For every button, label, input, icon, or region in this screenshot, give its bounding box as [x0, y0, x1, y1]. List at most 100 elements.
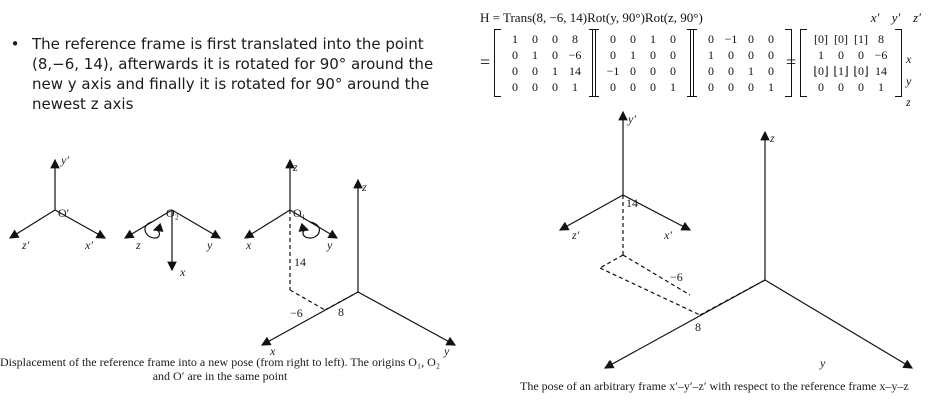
label-x-prime-right: x′ — [664, 228, 672, 242]
matrix-result-cell-2-1: ⌊1⌋ — [833, 63, 849, 78]
matrix-rot-z-cell-0-3: 0 — [768, 31, 774, 46]
matrix-translation-cell-2-1: 0 — [532, 63, 538, 78]
matrix-translation-cell-0-1: 0 — [532, 31, 538, 46]
matrix-rot-y-cell-0-3: 0 — [670, 31, 676, 46]
matrix-rot-y-cell-3-1: 0 — [630, 79, 636, 94]
matrix-rot-y-cell-3-3: 1 — [670, 79, 676, 94]
matrix-translation-cell-0-2: 0 — [552, 31, 558, 46]
matrix-rot-y-cell-2-3: 0 — [670, 63, 676, 78]
label-8-left: 8 — [338, 305, 344, 319]
matrix-rot-z-cell-2-2: 1 — [748, 63, 754, 78]
matrix-result-cell-0-2: [1] — [854, 31, 868, 46]
label-y-right: y — [820, 356, 826, 370]
matrix-result-cell-2-0: ⌊0⌋ — [813, 63, 829, 78]
right-figure — [558, 110, 914, 369]
label-14-left: 14 — [294, 255, 306, 269]
matrix-rot-y-cell-1-3: 0 — [670, 47, 676, 62]
label-z-far: z — [362, 180, 367, 194]
matrix-rot-y-cell-0-1: 0 — [630, 31, 636, 46]
bullet-marker: • — [10, 35, 20, 53]
matrix-rot-z-cell-0-0: 0 — [708, 31, 714, 46]
matrix-rot-y-cell-2-0: −1 — [606, 63, 620, 78]
column-labels: x′ y′ z′ — [866, 10, 926, 26]
label-y-prime-right: y′ — [628, 112, 636, 126]
matrix-result-cell-3-1: 0 — [838, 79, 844, 94]
label-z-left: z — [136, 238, 141, 252]
label-z-right: z — [770, 131, 775, 145]
equation-title-line: H = Trans(8, −6, 14)Rot(y, 90°)Rot(z, 90… — [480, 10, 703, 25]
matrix-result-cell-1-0: 1 — [818, 47, 824, 62]
matrix-rot-z-cell-0-1: −1 — [724, 31, 738, 46]
matrix-rot-z-cell-2-0: 0 — [708, 63, 714, 78]
label-x-left: x — [246, 238, 252, 252]
matrix-translation-cell-3-3: 1 — [572, 79, 578, 94]
matrix-rot-z-cell-1-3: 0 — [768, 47, 774, 62]
left-figure — [8, 158, 457, 346]
label-y-mid: y — [207, 238, 213, 252]
label-z-prime: z′ — [913, 10, 921, 25]
matrix-rot-z-cell-3-2: 0 — [748, 79, 754, 94]
label-neg6-left: −6 — [290, 306, 303, 320]
caption-right: The pose of an arbitrary frame x′–y′–z′ … — [520, 379, 909, 393]
matrix-rot-y-cell-0-0: 0 — [610, 31, 616, 46]
matrix-rot-z-cell-2-1: 0 — [728, 63, 734, 78]
matrix-rot-z-cell-0-2: 0 — [748, 31, 754, 46]
bullet-text: The reference frame is first translated … — [32, 35, 434, 113]
matrix-result-cell-3-3: 1 — [878, 79, 884, 94]
row-label-x: x — [906, 52, 912, 66]
label-y-right: y — [327, 238, 333, 252]
matrix-translation-cell-3-1: 0 — [532, 79, 538, 94]
matrix-rot-z-cell-1-0: 1 — [708, 47, 714, 62]
matrix-translation-cell-0-0: 1 — [512, 31, 518, 46]
matrix-result-cell-2-3: 14 — [875, 63, 887, 78]
label-z-upper: z — [293, 160, 298, 174]
matrix-rot-y-cell-1-2: 0 — [650, 47, 656, 62]
label-y-bottom: y — [444, 344, 450, 358]
matrix-rot-z-cell-3-0: 0 — [708, 79, 714, 94]
matrix-rot-y-cell-2-2: 0 — [650, 63, 656, 78]
matrix-translation-cell-3-0: 0 — [512, 79, 518, 94]
row-label-z: z — [906, 95, 911, 109]
matrix-translation-cell-2-0: 0 — [512, 63, 518, 78]
matrix-translation-cell-3-2: 0 — [552, 79, 558, 94]
row-labels: x y z — [906, 46, 920, 116]
matrix-rot-y-cell-3-0: 0 — [610, 79, 616, 94]
label-8-right: 8 — [695, 320, 701, 334]
matrix-rot-y-cell-1-1: 1 — [630, 47, 636, 62]
label-neg6-right: −6 — [670, 270, 683, 284]
label-y-prime: y′ — [891, 10, 901, 25]
matrix-result-cell-0-0: [0] — [814, 31, 828, 46]
matrix-result-cell-3-2: 0 — [858, 79, 864, 94]
matrix-result-cell-1-3: −6 — [874, 47, 888, 62]
equals-sign-2: = — [786, 52, 797, 72]
matrix-rot-y-cell-2-1: 0 — [630, 63, 636, 78]
label-x-mid: x — [180, 265, 186, 279]
label-z-prime-right: z′ — [572, 228, 580, 242]
matrix-rot-y-cell-1-0: 0 — [610, 47, 616, 62]
matrix-rot-y-cell-0-2: 1 — [650, 31, 656, 46]
matrix-translation-cell-1-1: 1 — [532, 47, 538, 62]
label-x-bottom: x — [270, 344, 276, 358]
label-x-prime: x′ — [870, 10, 880, 25]
matrix-rot-y-cell-3-2: 0 — [650, 79, 656, 94]
label-y-prime-left: y′ — [61, 153, 69, 167]
matrix-result-cell-0-3: 8 — [878, 31, 884, 46]
matrix-result-cell-1-1: 0 — [838, 47, 844, 62]
matrix-translation-cell-2-2: 1 — [552, 63, 558, 78]
row-label-y: y — [906, 73, 912, 88]
matrix-result-cell-1-2: 0 — [858, 47, 864, 62]
matrix-rot-z-cell-1-2: 0 — [748, 47, 754, 62]
matrix-translation-cell-2-3: 14 — [569, 63, 581, 78]
matrix-result-cell-0-1: [0] — [834, 31, 848, 46]
matrix-rot-z-cell-3-3: 1 — [768, 79, 774, 94]
matrix-result-cell-2-2: ⌊0⌋ — [853, 63, 869, 78]
label-o1: O₁ — [293, 206, 306, 220]
matrix-translation-cell-1-2: 0 — [552, 47, 558, 62]
label-z-prime-left: z′ — [22, 238, 30, 252]
